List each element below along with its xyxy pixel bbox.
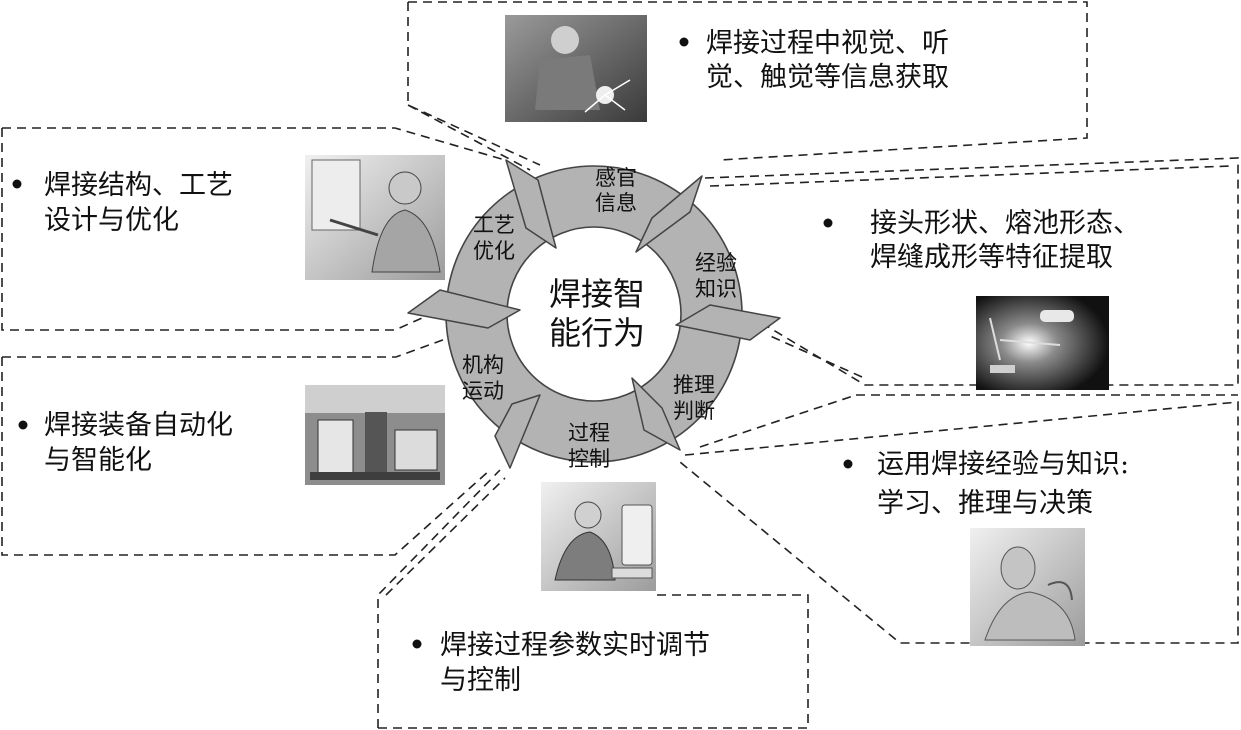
- box-left-lower-line2: 与智能化: [44, 445, 152, 476]
- cycle-label-reason: 判断: [673, 399, 715, 423]
- callout-left-upper: [1, 127, 506, 331]
- cycle-arrow: [635, 175, 703, 253]
- presenter-icon: [305, 155, 445, 280]
- cycle-label-reason: 推理: [673, 373, 715, 397]
- thinking-man-icon: [970, 528, 1085, 646]
- cycle-label-control: 控制: [568, 447, 610, 471]
- cycle-arrow: [494, 394, 541, 469]
- callout-left-lower: [1, 329, 491, 556]
- box-left-upper-line1: 焊接结构、工艺: [44, 170, 233, 201]
- box-left-upper-line2: 设计与优化: [44, 205, 179, 236]
- cycle-arrow: [631, 377, 681, 451]
- center-label-line2: 能行为: [549, 314, 645, 352]
- cycle-label-know: 经验: [695, 251, 737, 275]
- box-top-line1: 焊接过程中视觉、听: [706, 28, 949, 59]
- bullet-icon: [18, 420, 28, 430]
- box-left-lower-line1: 焊接装备自动化: [44, 410, 233, 441]
- cycle-label-process: 优化: [473, 239, 515, 263]
- box-right-upper-line1: 接头形状、熔池形态、: [870, 208, 1140, 239]
- bullet-icon: [12, 179, 22, 189]
- callout-top: [407, 1, 1088, 166]
- cycle-arrow: [505, 159, 557, 249]
- welding-equipment-icon: [305, 385, 445, 485]
- cycle-label-sense: 信息: [595, 191, 637, 215]
- cycle-label-control: 过程: [568, 421, 610, 445]
- bullet-icon: [412, 639, 422, 649]
- cycle-label-process: 工艺: [473, 213, 515, 237]
- cycle-label-know: 知识: [695, 277, 737, 301]
- cycle-ring: [407, 159, 781, 469]
- box-right-upper-line2: 焊缝成形等特征提取: [870, 242, 1113, 273]
- box-bottom-line1: 焊接过程参数实时调节: [440, 630, 710, 661]
- center-label-line1: 焊接智: [549, 275, 645, 313]
- bullet-icon: [679, 37, 689, 47]
- welder-photo-icon: [505, 15, 647, 122]
- operator-computer-icon: [541, 482, 656, 591]
- callout-right-upper: [704, 157, 1239, 386]
- cycle-label-sense: 感官: [595, 166, 637, 190]
- callout-right-lower: [679, 401, 1239, 644]
- box-right-lower-line2: 学习、推理与决策: [877, 488, 1093, 519]
- box-top-line2: 觉、触觉等信息获取: [706, 62, 949, 93]
- bullet-icon: [843, 459, 853, 469]
- box-right-lower-line1: 运用焊接经验与知识:: [877, 449, 1129, 480]
- bullet-icon: [823, 218, 833, 228]
- callout-bottom: [377, 469, 809, 729]
- cycle-label-motion: 机构: [462, 353, 504, 377]
- cycle-arrow: [675, 304, 781, 341]
- cycle-arrow: [407, 289, 521, 329]
- weld-pool-image-icon: [976, 296, 1109, 390]
- cycle-label-motion: 运动: [462, 379, 504, 403]
- box-bottom-line2: 与控制: [440, 665, 521, 696]
